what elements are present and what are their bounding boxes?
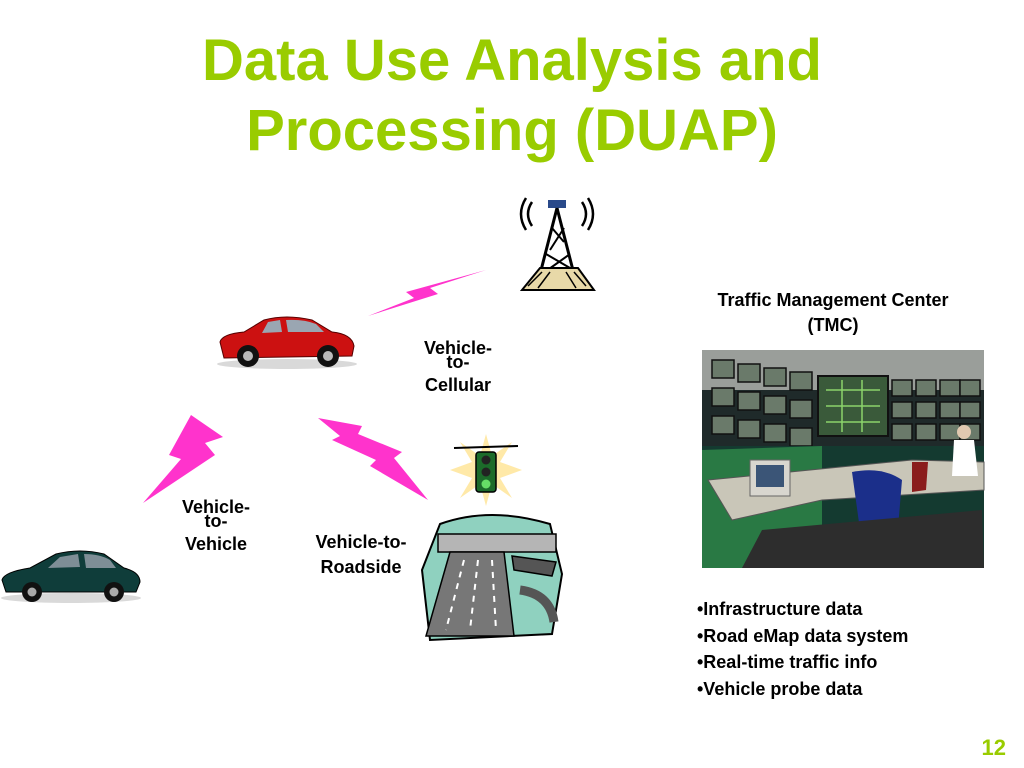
lightning-bolt-icon-roadside — [318, 418, 428, 500]
green-car-icon — [1, 550, 141, 603]
label-v2v-line-3: Vehicle — [184, 534, 248, 554]
page-number: 12 — [981, 735, 1006, 760]
label-vehicle-to-roadside: Vehicle-to- Roadside — [298, 530, 424, 580]
lightning-bolt-icon-vehicle — [143, 415, 223, 503]
label-v2c-line-2: to- — [446, 352, 470, 372]
label-v2r-line-1: Vehicle-to- — [315, 532, 407, 552]
list-item: •Vehicle probe data — [697, 678, 863, 699]
tmc-title: Traffic Management Center (TMC) — [688, 288, 978, 338]
list-item: •Road eMap data system — [697, 625, 909, 646]
tmc-data-list: •Infrastructure data •Road eMap data sys… — [697, 596, 908, 702]
label-v2c-line-1: Vehicle- — [423, 338, 493, 358]
list-item: •Real-time traffic info — [697, 652, 878, 672]
tmc-control-room-photo — [702, 350, 985, 568]
label-v2v-line-2: to- — [204, 511, 228, 531]
tmc-title-line-2: (TMC) — [807, 315, 859, 335]
slide-title: Data Use Analysis and Processing (DUAP) — [0, 26, 1024, 166]
label-v2v-line-1: Vehicle- — [181, 497, 251, 517]
slide-title-line-1: Data Use Analysis and — [202, 28, 822, 93]
label-v2r-line-2: Roadside — [320, 557, 402, 577]
cell-tower-icon — [519, 197, 596, 291]
list-item: •Infrastructure data — [697, 599, 863, 619]
red-car-icon — [217, 316, 357, 369]
label-vehicle-to-cellular: Vehicle- to- Cellular — [408, 338, 508, 395]
slide-title-line-2: Processing (DUAP) — [246, 98, 778, 163]
label-vehicle-to-vehicle: Vehicle- to- Vehicle — [166, 497, 266, 554]
highway-icon — [420, 514, 564, 642]
lightning-bolt-icon-cellular — [368, 270, 486, 316]
traffic-light-icon — [450, 434, 522, 506]
label-v2c-line-3: Cellular — [424, 375, 492, 395]
tmc-title-line-1: Traffic Management Center — [717, 290, 949, 310]
